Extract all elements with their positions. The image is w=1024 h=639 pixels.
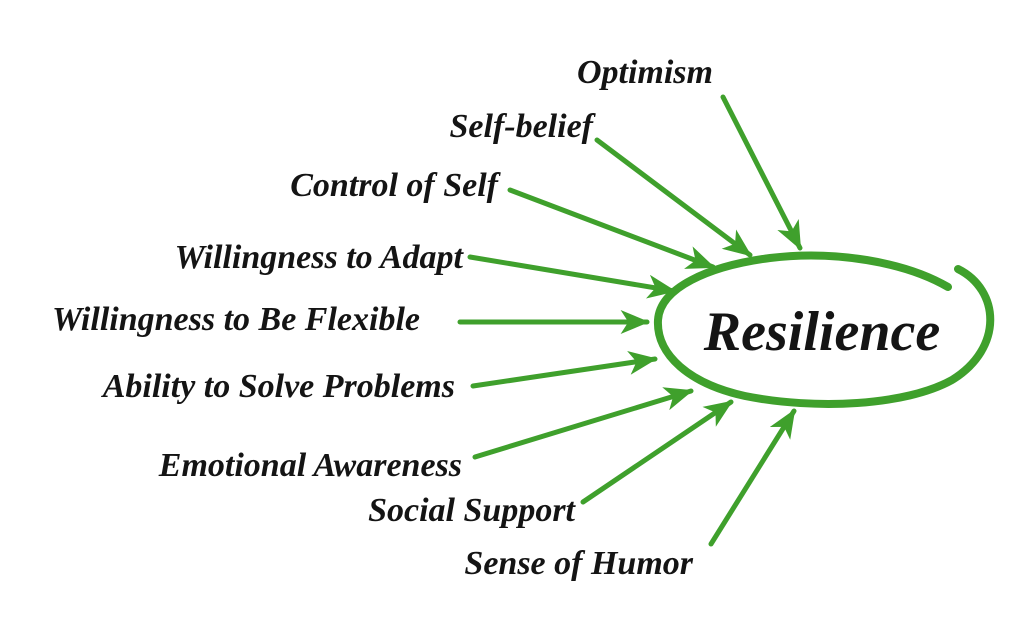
arrow-emotional-awareness — [472, 387, 694, 460]
arrow-ability-to-solve-problems — [470, 351, 658, 389]
arrow-willingness-to-adapt — [467, 254, 677, 299]
label-willingness-to-be-flexible: Willingness to Be Flexible — [52, 301, 420, 338]
label-optimism: Optimism — [577, 54, 713, 91]
label-sense-of-humor: Sense of Humor — [464, 545, 693, 582]
arrow-optimism — [720, 94, 803, 251]
label-self-belief: Self-belief — [450, 108, 597, 145]
arrow-group — [457, 94, 803, 547]
arrow-self-belief — [594, 137, 753, 258]
label-social-support: Social Support — [368, 492, 576, 529]
label-willingness-to-adapt: Willingness to Adapt — [175, 239, 465, 276]
label-ability-to-solve-problems: Ability to Solve Problems — [101, 368, 455, 405]
center-title: Resilience — [703, 301, 940, 363]
resilience-ellipse — [653, 251, 995, 408]
arrow-sense-of-humor — [708, 408, 797, 547]
arrow-control-of-self — [507, 187, 716, 270]
label-emotional-awareness: Emotional Awareness — [158, 447, 462, 484]
label-control-of-self: Control of Self — [290, 167, 501, 204]
arrow-social-support — [580, 399, 734, 505]
